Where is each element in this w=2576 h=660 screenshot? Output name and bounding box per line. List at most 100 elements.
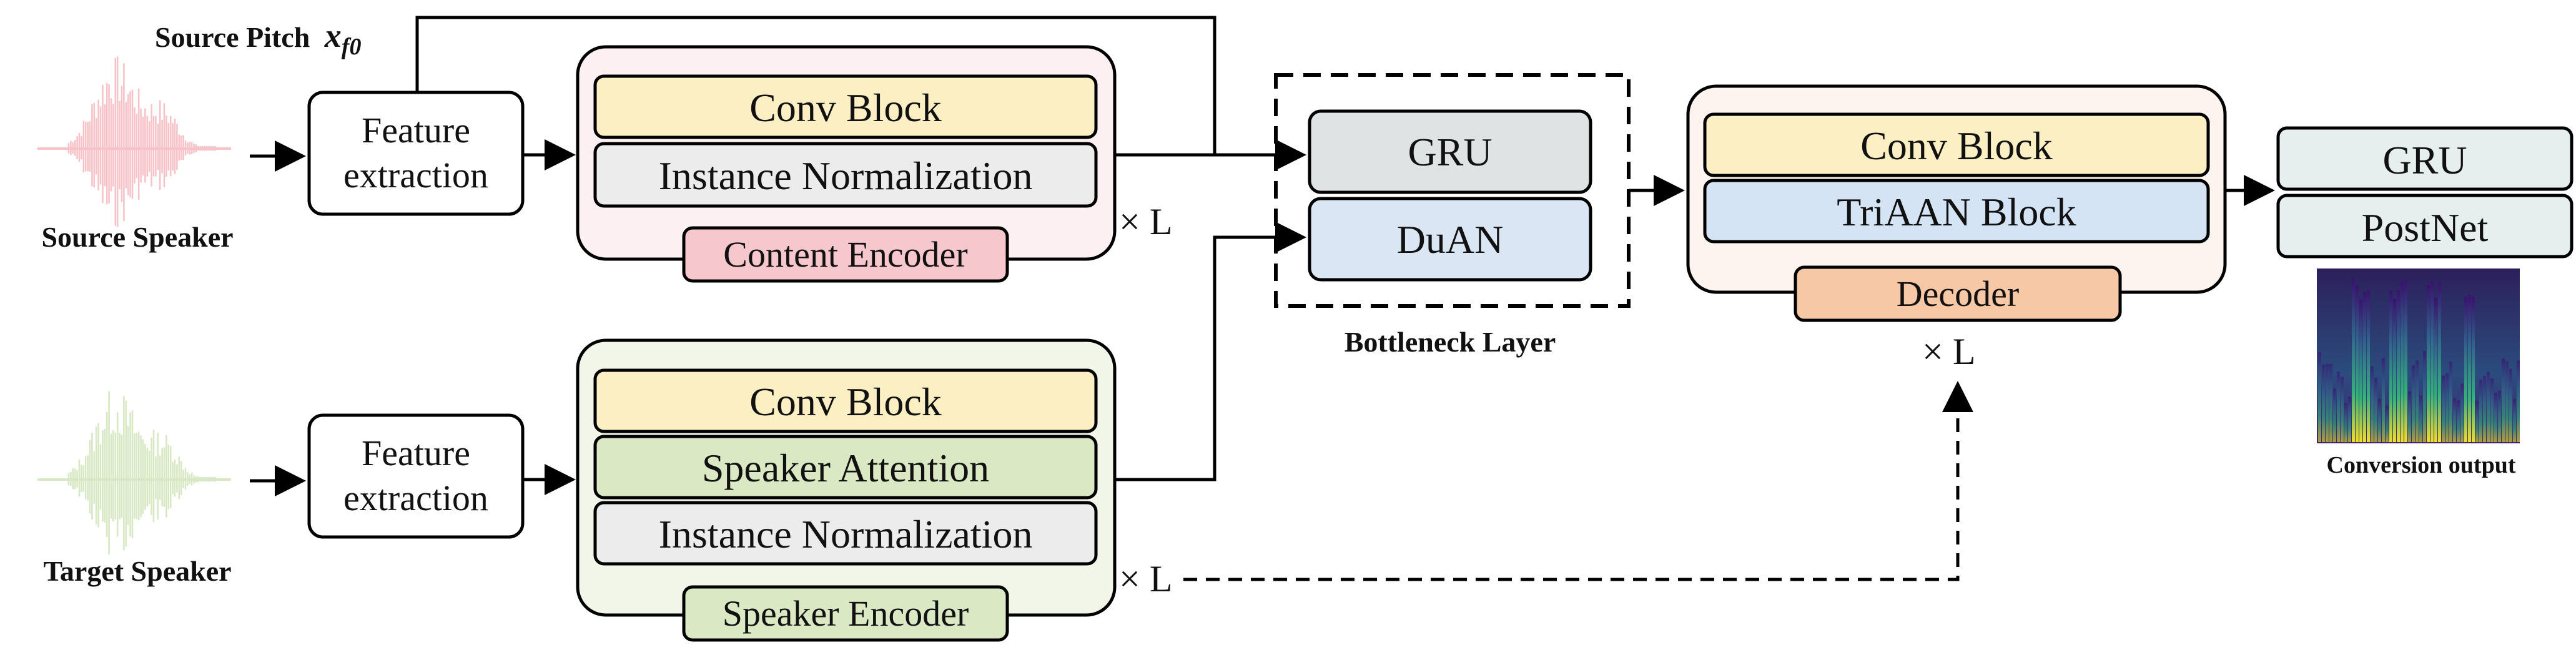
spectrogram-column <box>2408 391 2411 442</box>
content-instance-norm <box>593 142 1098 208</box>
spectrogram-column <box>2487 372 2490 442</box>
content-encoder-title: Content Encoder <box>723 234 967 275</box>
spectrogram-column <box>2341 377 2344 442</box>
spectrogram-column <box>2483 375 2486 442</box>
output-block: GRU PostNet <box>2276 126 2574 259</box>
spectrogram-column <box>2430 281 2434 442</box>
feature-extraction-bottom-line2: extraction <box>343 478 488 518</box>
output-gru <box>2276 126 2574 191</box>
target-waveform <box>37 391 231 555</box>
source-waveform <box>37 56 231 227</box>
conversion-output-label: Conversion output <box>2327 452 2516 478</box>
spectrogram-column <box>2498 390 2501 442</box>
decoder-repeat: × L <box>1922 331 1976 372</box>
decoder-conv-block-label: Conv Block <box>1860 124 2053 168</box>
spectrogram-column <box>2359 299 2362 442</box>
spectrogram-column <box>2393 298 2396 442</box>
speaker-encoder-title-box <box>682 585 1009 642</box>
decoder-conv-block <box>1703 112 2210 177</box>
spectrogram-column <box>2468 295 2471 442</box>
spectrogram-column <box>2318 352 2321 442</box>
content-instance-norm-label: Instance Normalization <box>659 154 1033 198</box>
spectrogram-column <box>2352 278 2355 442</box>
spectrogram-column <box>2397 290 2400 442</box>
spectrogram-column <box>2434 298 2437 442</box>
spectrogram-column <box>2344 403 2347 442</box>
spectrogram-column <box>2389 290 2392 442</box>
spectrogram-column <box>2371 366 2374 442</box>
spectrogram-column <box>2438 282 2441 442</box>
speaker-encoder-repeat: × L <box>1119 558 1173 599</box>
target-speaker-label: Target Speaker <box>43 555 231 587</box>
spectrogram-column <box>2412 365 2415 442</box>
spectrogram-column <box>2363 292 2366 442</box>
speaker-conv-block-label: Conv Block <box>749 380 942 424</box>
spectrogram-column <box>2445 373 2449 442</box>
bottleneck-title: Bottleneck Layer <box>1345 326 1556 358</box>
spectrogram-column <box>2472 297 2475 442</box>
content-encoder: Conv Block Instance Normalization Conten… <box>576 45 1117 283</box>
spectrogram-column <box>2464 297 2467 442</box>
speaker-encoder-title: Speaker Encoder <box>723 593 969 634</box>
spectrogram-column <box>2509 368 2512 442</box>
output-postnet-label: PostNet <box>2362 205 2489 250</box>
output-gru-label: GRU <box>2382 138 2467 182</box>
spectrogram-column <box>2382 358 2385 442</box>
spectrogram-column <box>2427 285 2430 442</box>
spectrogram-column <box>2442 375 2445 442</box>
spectrogram-column <box>2494 393 2497 442</box>
spectrogram-column <box>2479 379 2482 442</box>
decoder-title-box <box>1794 265 2122 322</box>
pitch-wire <box>415 16 1216 155</box>
bottleneck-duan <box>1308 197 1592 282</box>
spectrogram-column <box>2490 378 2494 442</box>
spectrogram-column <box>2326 363 2329 442</box>
spectrogram-column <box>2517 360 2520 442</box>
spectrogram-column <box>2423 351 2426 442</box>
decoder-triaan-block <box>1703 179 2210 244</box>
speaker-instance-norm <box>593 501 1098 566</box>
bottleneck-duan-label: DuAN <box>1397 217 1504 262</box>
spectrogram-column <box>2513 398 2516 442</box>
content-encoder-title-box <box>682 226 1009 283</box>
spectrogram-column <box>2348 396 2351 442</box>
spectrogram-column <box>2401 282 2404 442</box>
bottleneck-layer: GRU DuAN <box>1274 73 1631 308</box>
spectrogram-column <box>2337 372 2340 442</box>
spectrogram-column <box>2502 358 2505 442</box>
content-conv-block <box>593 74 1098 139</box>
spectrogram-column <box>2378 398 2381 442</box>
spectrogram-column <box>2329 363 2332 442</box>
content-conv-block-label: Conv Block <box>749 86 942 130</box>
spectrogram-column <box>2416 360 2419 442</box>
spectrogram-column <box>2449 362 2452 442</box>
arrow-speaker-to-duan <box>1115 222 1306 481</box>
spectrogram-column <box>2453 398 2456 442</box>
speaker-encoder: Conv Block Speaker Attention Instance No… <box>576 338 1117 642</box>
decoder: Conv Block TriAAN Block Decoder <box>1686 84 2227 322</box>
speaker-conv-block <box>593 368 1098 433</box>
spectrogram-column <box>2367 290 2370 442</box>
feature-extraction-bottom-line1: Feature <box>362 433 470 473</box>
speaker-attention-block <box>593 435 1098 500</box>
feature-extraction-top-line1: Feature <box>362 110 470 150</box>
feature-extraction-top-line2: extraction <box>343 155 488 195</box>
spectrogram-column <box>2460 383 2464 442</box>
spectrogram-column <box>2374 377 2377 442</box>
decoder-triaan-label: TriAAN Block <box>1837 190 2076 234</box>
source-pitch-label: Source Pitch xf0 <box>155 17 361 60</box>
content-encoder-repeat: × L <box>1119 201 1173 242</box>
spectrogram-column <box>2322 364 2325 442</box>
spectrogram-column <box>2505 361 2509 442</box>
output-postnet <box>2276 194 2574 259</box>
spectrogram-column <box>2419 395 2422 442</box>
source-speaker-label: Source Speaker <box>41 221 233 253</box>
spectrogram-column <box>2457 400 2460 442</box>
spectrogram-column <box>2404 279 2407 442</box>
spectrogram-column <box>2475 401 2479 442</box>
speaker-attention-label: Speaker Attention <box>702 446 989 490</box>
feature-extraction-top: Feature extraction <box>307 91 525 216</box>
spectrogram-column <box>2356 286 2359 442</box>
bottleneck-gru-label: GRU <box>1408 130 1492 174</box>
